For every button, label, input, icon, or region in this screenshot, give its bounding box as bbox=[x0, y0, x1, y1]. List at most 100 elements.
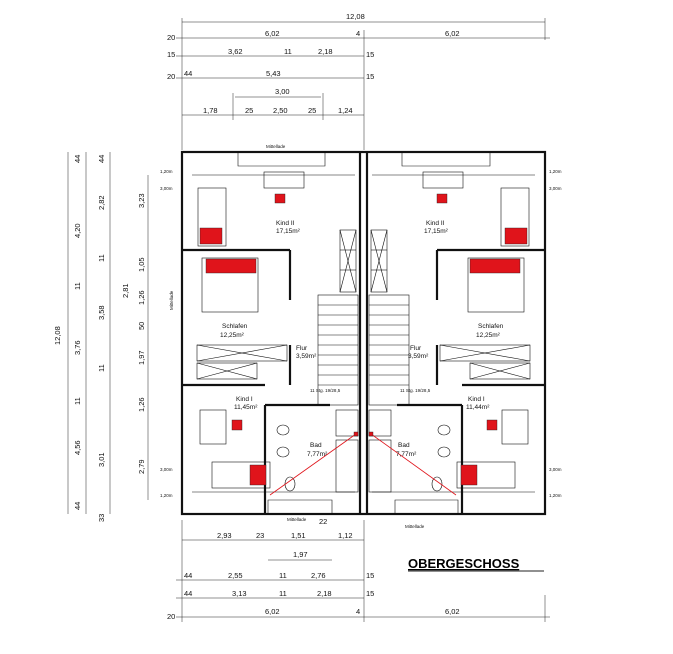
elev-left-2: 3,00m bbox=[160, 186, 173, 191]
dim-top-r3-e: 15 bbox=[366, 50, 374, 59]
room-right-bad-area: 7,77m² bbox=[396, 451, 417, 458]
dim-left-c3-f: 1,97 bbox=[137, 350, 146, 365]
dim-left-c2-c: 11 bbox=[97, 254, 106, 262]
room-labels-right: Kind II 17,15m² Schlafen 12,25m² Flur 3,… bbox=[396, 220, 504, 458]
room-left-flur: Flur bbox=[296, 345, 308, 352]
mittellade-left: Mittellade bbox=[169, 290, 174, 310]
room-right-schlafen: Schlafen bbox=[478, 323, 504, 330]
dim-bot-r3-c: 11 bbox=[279, 571, 287, 580]
dim-left-c2-d: 3,58 bbox=[97, 305, 106, 320]
room-left-flur-area: 3,59m² bbox=[296, 353, 317, 360]
dim-bot-r5-a: 20 bbox=[167, 612, 175, 621]
mittellade-bottom-r: Mittellade bbox=[405, 524, 425, 529]
room-left-bad-area: 7,77m² bbox=[307, 451, 328, 458]
dim-left-c1-g: 44 bbox=[73, 502, 82, 510]
dim-top-r2-a: 20 bbox=[167, 33, 175, 42]
chair-left-top bbox=[274, 193, 286, 204]
top-dimensions: 12,08 20 6,02 4 6,02 15 3,62 11 2,18 15 … bbox=[167, 12, 550, 150]
chair-right-top bbox=[436, 193, 448, 204]
dim-left-c2-b: 2,82 bbox=[97, 195, 106, 210]
dim-left-c3-c: 2,81 bbox=[121, 283, 130, 298]
dim-bot-r3-b: 2,55 bbox=[228, 571, 243, 580]
room-right-kind2-area: 17,15m² bbox=[424, 228, 449, 235]
bed-right-bottom bbox=[460, 464, 478, 486]
room-left-bad: Bad bbox=[310, 442, 322, 449]
dim-bot-r4-e: 15 bbox=[366, 589, 374, 598]
dim-left-c1-c: 11 bbox=[73, 282, 82, 290]
dim-left-c2-f: 3,01 bbox=[97, 452, 106, 467]
left-dimensions: 12,08 44 4,20 11 3,76 11 4,56 44 44 2,82… bbox=[53, 152, 149, 522]
dim-bot-r1-d: 1,12 bbox=[338, 531, 353, 540]
room-right-bad: Bad bbox=[398, 442, 410, 449]
dim-bot-r1-e: 22 bbox=[319, 517, 327, 526]
double-bed-left bbox=[205, 258, 257, 274]
room-left-kind2: Kind II bbox=[276, 220, 295, 227]
elev-right-4: 1,20m bbox=[549, 493, 562, 498]
dim-left-c3-a: 3,23 bbox=[137, 193, 146, 208]
dim-overall-top: 12,08 bbox=[346, 12, 365, 21]
stair-note-right: 11 Stg. 19/28,5 bbox=[400, 388, 431, 393]
room-right-kind1-area: 11,44m² bbox=[466, 404, 490, 411]
dim-bot-r4-a: 44 bbox=[184, 589, 192, 598]
dim-top-r4-d: 15 bbox=[366, 72, 374, 81]
dim-top-r6-a: 1,78 bbox=[203, 106, 218, 115]
elev-right-3: 3,00m bbox=[549, 467, 562, 472]
dim-bot-r3-a: 44 bbox=[184, 571, 192, 580]
dim-left-c1-d: 3,76 bbox=[73, 340, 82, 355]
room-left-kind2-area: 17,15m² bbox=[276, 228, 301, 235]
dim-top-r3-b: 3,62 bbox=[228, 47, 243, 56]
dim-left-c3-g: 1,26 bbox=[137, 397, 146, 412]
room-right-kind2: Kind II bbox=[426, 220, 445, 227]
dim-top-r2-d: 6,02 bbox=[445, 29, 460, 38]
elev-left-4: 1,20m bbox=[160, 493, 173, 498]
bottom-dimensions: 2,93 23 1,51 1,12 22 1,97 44 2,55 11 2,7… bbox=[167, 517, 550, 622]
dim-top-r6-e: 1,24 bbox=[338, 106, 353, 115]
dim-overall-left: 12,08 bbox=[53, 326, 62, 345]
room-left-schlafen: Schlafen bbox=[222, 323, 248, 330]
mittellade-bottom-l: Mittellade bbox=[287, 517, 307, 522]
dim-left-c2-a: 44 bbox=[97, 155, 106, 163]
bed-left-top bbox=[199, 227, 223, 245]
dim-left-c3-e: 50 bbox=[137, 322, 146, 330]
room-right-flur-area: 3,59m² bbox=[408, 353, 429, 360]
mittellade-top: Mittellade bbox=[266, 144, 286, 149]
room-right-kind1: Kind I bbox=[468, 396, 485, 403]
plan-title: OBERGESCHOSS bbox=[408, 556, 520, 571]
elev-left-1: 1,20m bbox=[160, 169, 173, 174]
bed-right-top bbox=[504, 227, 528, 245]
double-bed-right bbox=[469, 258, 521, 274]
room-right-schlafen-area: 12,25m² bbox=[476, 332, 501, 339]
elev-right-2: 3,00m bbox=[549, 186, 562, 191]
dim-left-c2-e: 11 bbox=[97, 364, 106, 372]
stair-note-left: 11 Stg. 19/28,5 bbox=[310, 388, 341, 393]
dim-bot-r1-a: 2,93 bbox=[217, 531, 232, 540]
dim-bot-r2: 1,97 bbox=[293, 550, 308, 559]
dim-top-r4-b: 44 bbox=[184, 69, 192, 78]
dim-left-c3-b: 1,05 bbox=[137, 257, 146, 272]
dim-bot-r4-b: 3,13 bbox=[232, 589, 247, 598]
bed-left-bottom bbox=[249, 464, 267, 486]
room-right-flur: Flur bbox=[410, 345, 422, 352]
dim-top-r2-c: 4 bbox=[356, 29, 360, 38]
dim-left-c1-f: 4,56 bbox=[73, 440, 82, 455]
elev-right-1: 1,20m bbox=[549, 169, 562, 174]
dim-left-c2-g: 33 bbox=[97, 514, 106, 522]
furniture bbox=[197, 171, 530, 496]
dim-left-c3-h: 2,79 bbox=[137, 459, 146, 474]
dim-left-c1-a: 44 bbox=[73, 155, 82, 163]
dim-bot-r5-b: 6,02 bbox=[265, 607, 280, 616]
dim-top-r4-a: 20 bbox=[167, 72, 175, 81]
chair-left-bottom bbox=[231, 419, 243, 431]
chair-right-bottom bbox=[486, 419, 498, 431]
dim-left-c1-e: 11 bbox=[73, 397, 82, 405]
dim-left-c1-b: 4,20 bbox=[73, 223, 82, 238]
room-left-kind1: Kind I bbox=[236, 396, 253, 403]
elev-left-3: 3,00m bbox=[160, 467, 173, 472]
dim-top-r3-d: 2,18 bbox=[318, 47, 333, 56]
dim-bot-r5-c: 4 bbox=[356, 607, 360, 616]
dim-top-r2-b: 6,02 bbox=[265, 29, 280, 38]
dim-top-r6-b: 25 bbox=[245, 106, 253, 115]
dim-top-r4-c: 5,43 bbox=[266, 69, 281, 78]
dim-top-r3-a: 15 bbox=[167, 50, 175, 59]
dim-top-r5: 3,00 bbox=[275, 87, 290, 96]
